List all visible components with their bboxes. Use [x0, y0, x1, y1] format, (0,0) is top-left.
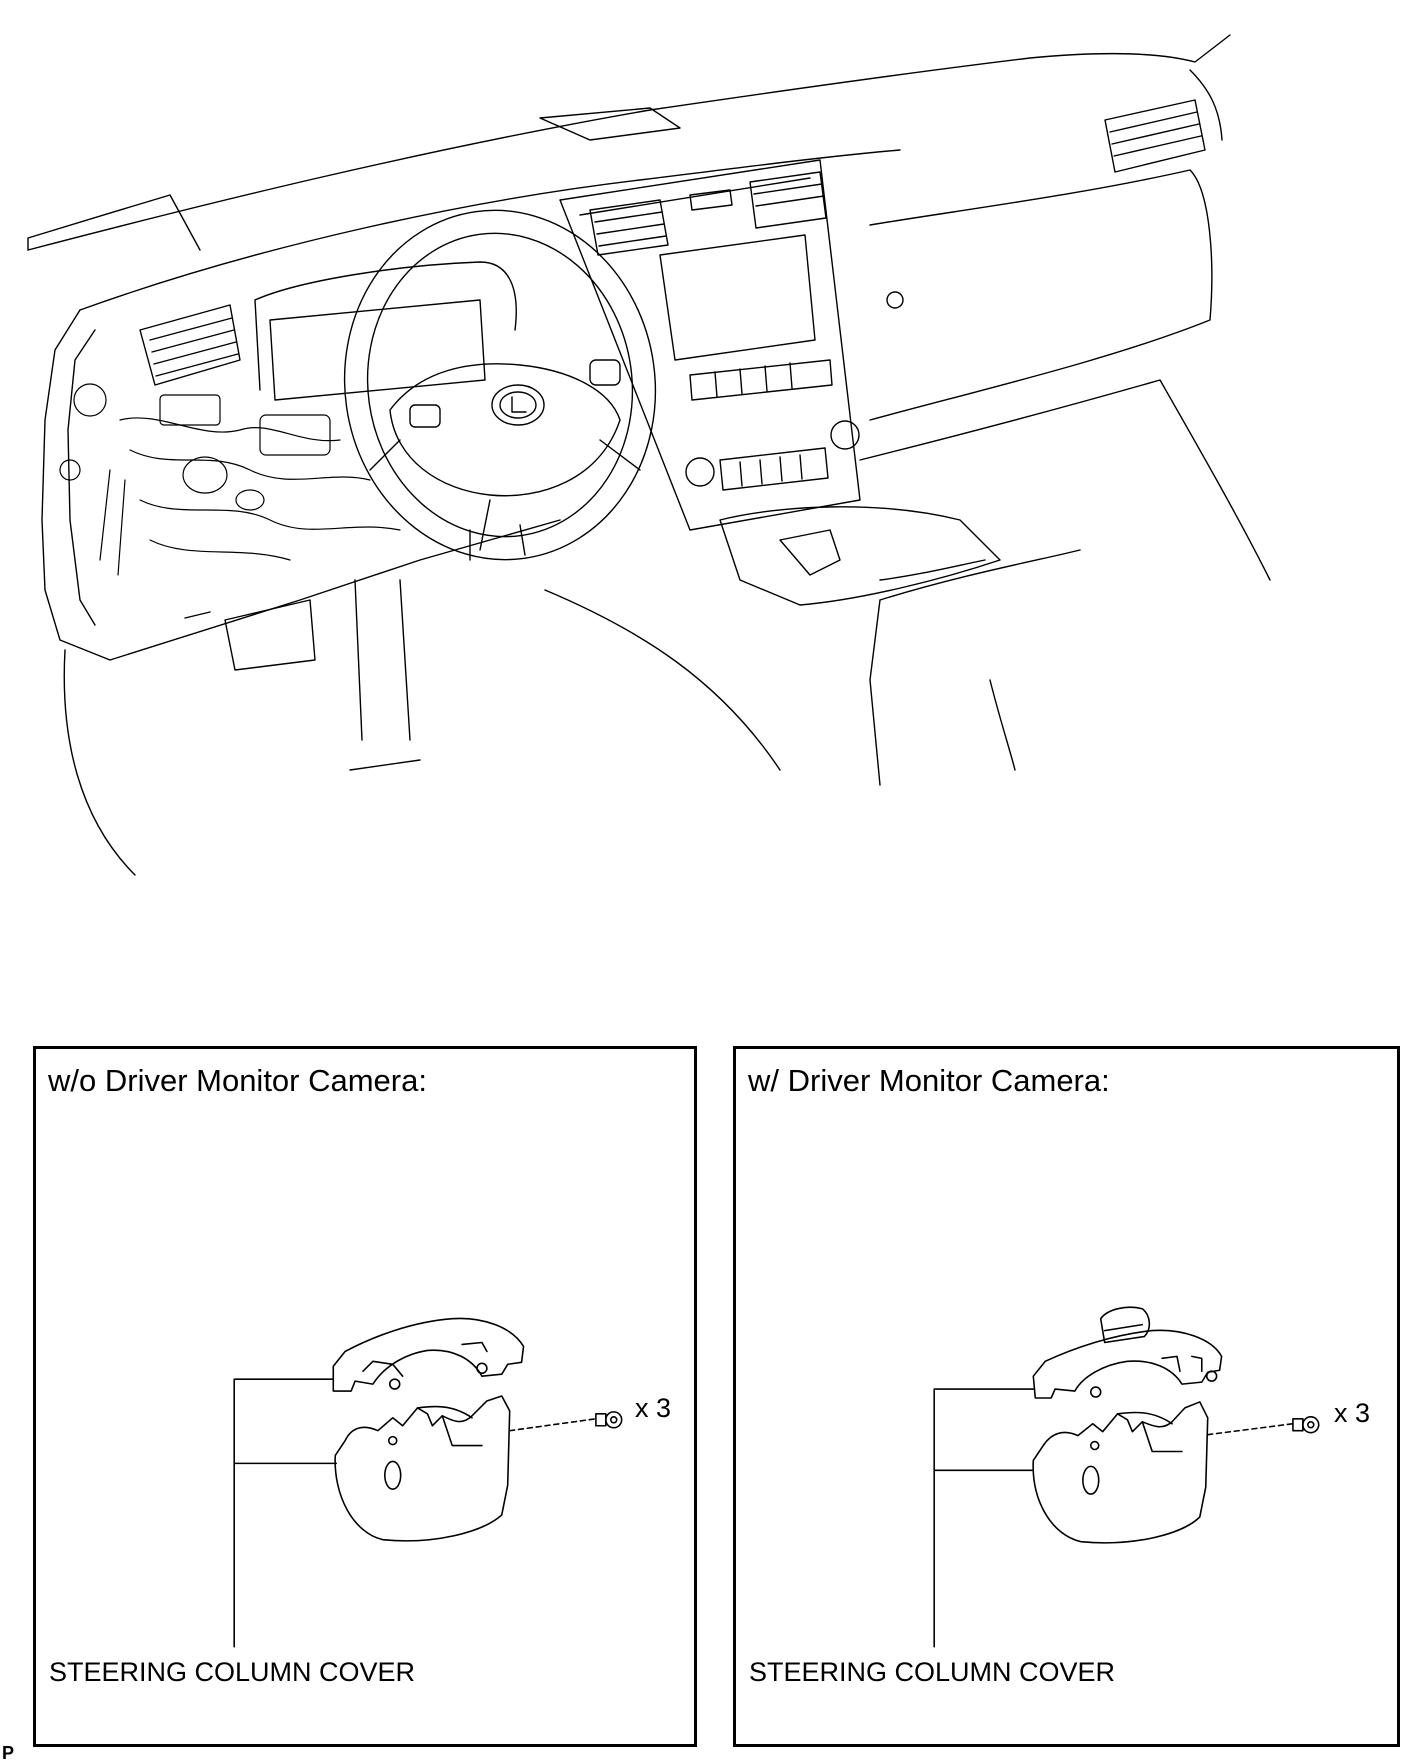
driver-seat-outline — [63, 589, 781, 876]
upper-cover — [1032, 1329, 1223, 1399]
glovebox-lock — [886, 291, 904, 309]
left-knob — [685, 457, 715, 487]
leader-line — [933, 1388, 1035, 1648]
right-knob — [830, 420, 860, 450]
dashboard-rear-edge — [27, 69, 1223, 251]
bolt-icon — [1292, 1416, 1320, 1434]
panel-without-camera: w/o Driver Monitor Camera: x 3 STEERING … — [33, 1046, 697, 1747]
part-label-steering-column-cover: STEERING COLUMN COVER — [49, 1657, 416, 1687]
passenger-seat — [869, 549, 1081, 786]
gauge-cluster-hood — [254, 261, 517, 391]
lower-cover — [334, 1395, 511, 1542]
panel-title-without-camera: w/o Driver Monitor Camera: — [48, 1063, 427, 1098]
lower-cover — [1032, 1401, 1209, 1544]
left-air-vent — [139, 304, 241, 386]
fastener-quantity: x 3 — [635, 1393, 672, 1423]
panel-with-camera: w/ Driver Monitor Camera: x 3 STEERING C… — [733, 1046, 1400, 1747]
steering-column-cover-diagram-with-camera — [933, 1306, 1320, 1648]
glovebox-lower-edge — [859, 379, 1271, 581]
fastener-quantity: x 3 — [1334, 1398, 1371, 1428]
gauge-cluster-face — [269, 299, 486, 401]
cowl-line — [79, 149, 901, 311]
driver-monitor-camera — [1099, 1306, 1151, 1344]
right-air-vent — [1104, 99, 1206, 173]
display-screen — [659, 234, 816, 361]
left-dash-inner — [67, 329, 96, 626]
leader-line — [233, 1378, 338, 1648]
figure-code: P — [2, 1743, 15, 1763]
part-label-steering-column-cover: STEERING COLUMN COVER — [749, 1657, 1116, 1687]
steering-wheel — [343, 209, 657, 561]
glovebox-panel — [869, 169, 1213, 421]
steering-column — [469, 524, 526, 561]
steering-column-cover-diagram-without-camera — [233, 1317, 623, 1648]
center-stack — [559, 159, 861, 531]
bolt-icon — [595, 1411, 623, 1429]
fastener-dashed-line — [508, 1418, 597, 1432]
instrument-panel-illustration — [27, 34, 1271, 876]
upper-cover — [332, 1317, 525, 1392]
dashboard-top-edge — [27, 34, 1231, 251]
fastener-dashed-line — [1206, 1422, 1294, 1436]
center-console — [719, 506, 1001, 606]
panel-title-with-camera: w/ Driver Monitor Camera: — [748, 1063, 1110, 1098]
pedal-area — [224, 579, 421, 771]
defroster-vent — [539, 107, 681, 141]
left-dash-end — [41, 309, 561, 661]
wiring-harness — [59, 383, 401, 576]
